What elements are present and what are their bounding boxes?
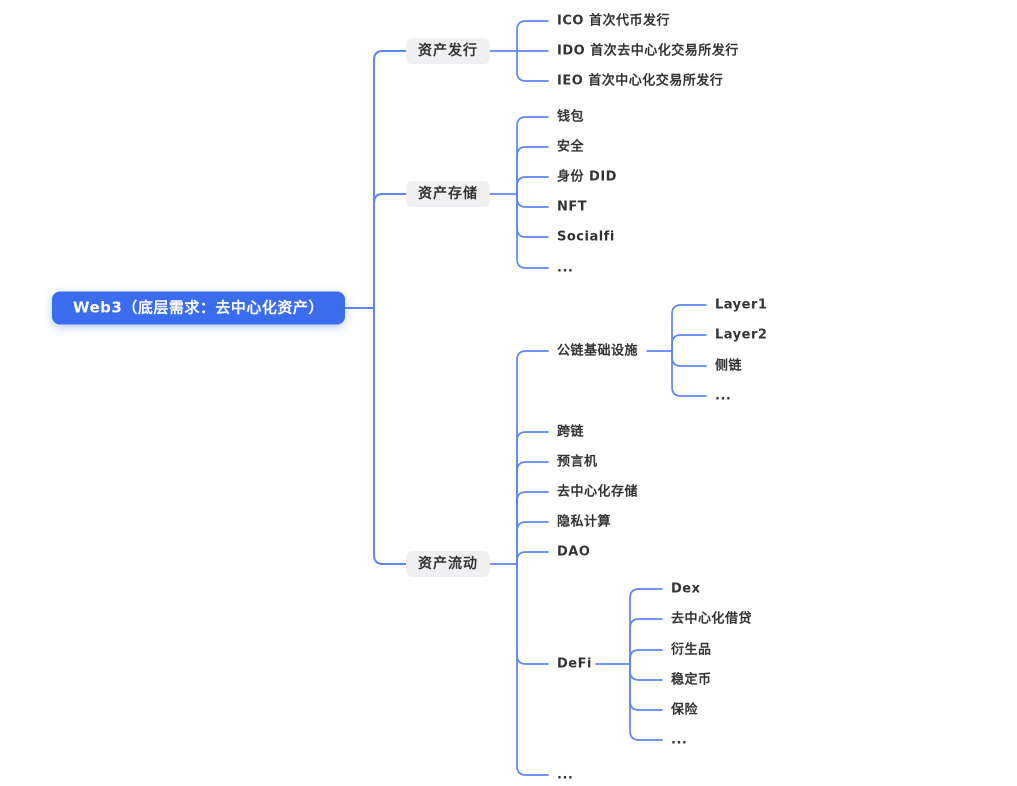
leaf-node-security[interactable]: 安全 [557, 139, 585, 155]
leaf-node-privacy-computing[interactable]: 隐私计算 [557, 514, 612, 530]
leaf-node-socialfi[interactable]: Socialfi [557, 229, 615, 245]
leaf-node-dao[interactable]: DAO [557, 544, 591, 560]
leaf-node-layer2[interactable]: Layer2 [715, 327, 768, 343]
leaf-node-ido[interactable]: IDO 首次去中心化交易所发行 [557, 43, 739, 59]
leaf-node-ico[interactable]: ICO 首次代币发行 [557, 13, 670, 29]
leaf-node-stablecoin[interactable]: 稳定币 [671, 672, 712, 688]
leaf-node-ieo[interactable]: IEO 首次中心化交易所发行 [557, 73, 724, 89]
leaf-node-oracle[interactable]: 预言机 [557, 454, 598, 470]
leaf-node-derivatives[interactable]: 衍生品 [671, 642, 712, 658]
leaf-node-decentralized-lending[interactable]: 去中心化借贷 [671, 611, 753, 627]
leaf-node-cross-chain[interactable]: 跨链 [557, 424, 585, 440]
leaf-node-dex[interactable]: Dex [671, 581, 701, 597]
node-public-chain-infrastructure[interactable]: 公链基础设施 [557, 343, 639, 359]
leaf-node-decentralized-storage[interactable]: 去中心化存储 [557, 484, 639, 500]
leaf-node-chain-more[interactable]: ... [715, 388, 732, 404]
leaf-node-liquidity-more[interactable]: ... [557, 767, 574, 783]
branch-node-asset-liquidity[interactable]: 资产流动 [406, 551, 490, 577]
leaf-node-defi-more[interactable]: ... [671, 732, 688, 748]
node-defi[interactable]: DeFi [557, 656, 592, 672]
branch-node-asset-issuance[interactable]: 资产发行 [406, 38, 490, 64]
branch-node-asset-storage[interactable]: 资产存储 [406, 181, 490, 207]
leaf-node-side-chain[interactable]: 侧链 [715, 358, 743, 374]
leaf-node-nft[interactable]: NFT [557, 199, 588, 215]
leaf-node-insurance[interactable]: 保险 [671, 702, 699, 718]
leaf-node-layer1[interactable]: Layer1 [715, 297, 768, 313]
leaf-node-storage-more[interactable]: ... [557, 260, 574, 276]
root-node-web3[interactable]: Web3（底层需求：去中心化资产） [52, 291, 345, 325]
leaf-node-wallet[interactable]: 钱包 [557, 109, 585, 125]
leaf-node-identity-did[interactable]: 身份 DID [557, 169, 617, 185]
